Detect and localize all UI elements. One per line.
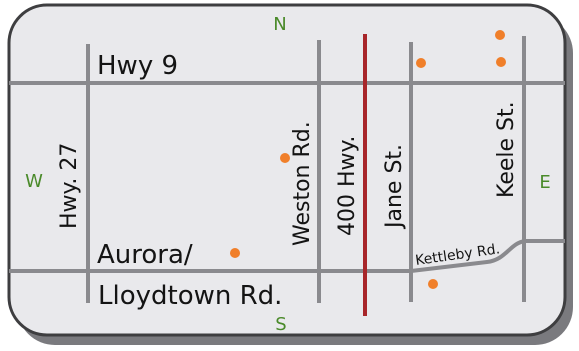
label-keele: Keele St. xyxy=(494,101,519,198)
poi-marker xyxy=(495,30,505,40)
label-400-hwy: 400 Hwy. xyxy=(335,136,360,236)
poi-marker xyxy=(230,248,240,258)
label-jane: Jane St. xyxy=(382,144,407,230)
label-lloydtown: Lloydtown Rd. xyxy=(98,281,282,311)
label-hwy27: Hwy. 27 xyxy=(57,143,82,229)
compass-east: E xyxy=(539,172,550,193)
poi-marker xyxy=(496,57,506,67)
poi-marker xyxy=(280,153,290,163)
compass-west: W xyxy=(25,171,43,192)
map-frame xyxy=(7,3,567,337)
label-weston: Weston Rd. xyxy=(290,121,315,246)
poi-marker xyxy=(428,279,438,289)
label-aurora: Aurora/ xyxy=(97,240,193,270)
poi-marker xyxy=(416,58,426,68)
road-kettleby xyxy=(410,239,565,273)
label-hwy9: Hwy 9 xyxy=(97,51,178,81)
compass-south: S xyxy=(275,314,286,335)
compass-north: N xyxy=(273,14,286,35)
